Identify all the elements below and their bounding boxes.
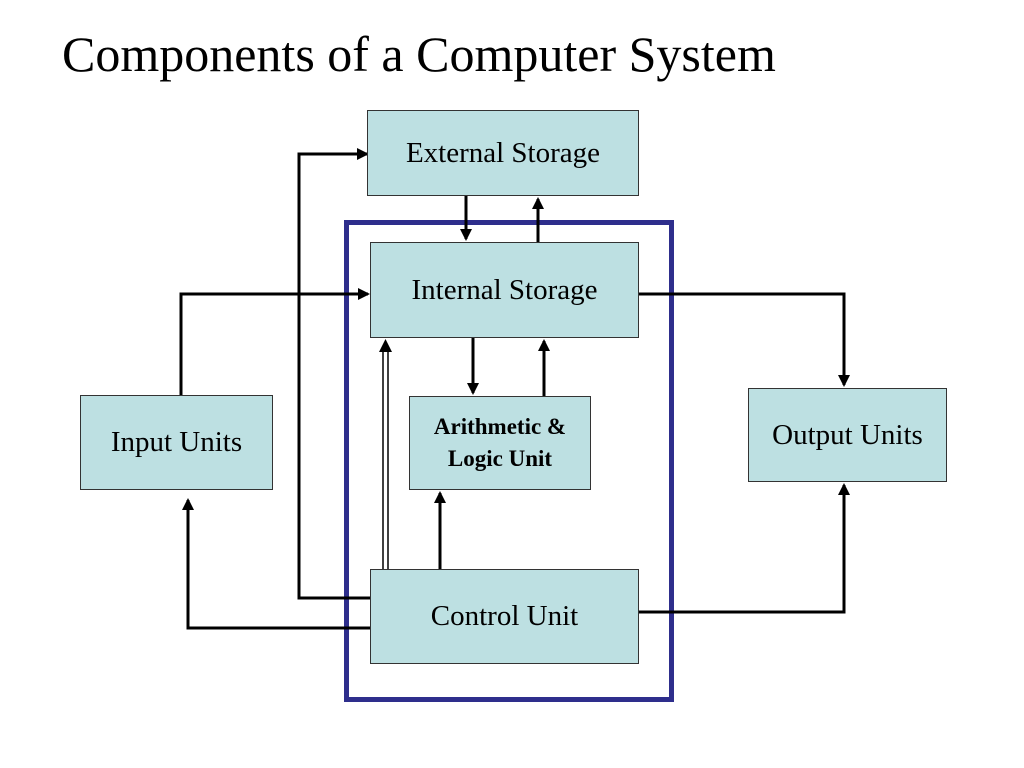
external-storage-label: External Storage — [405, 136, 601, 169]
control-unit-box: Control Unit — [370, 569, 639, 664]
external-storage-box: External Storage — [367, 110, 639, 196]
alu-box: Arithmetic & Logic Unit — [409, 396, 591, 490]
alu-label-line1: Arithmetic & — [433, 413, 567, 439]
input-units-label: Input Units — [110, 426, 243, 459]
control-unit-label: Control Unit — [430, 600, 579, 633]
output-units-box: Output Units — [748, 388, 947, 482]
internal-storage-box: Internal Storage — [370, 242, 639, 338]
output-units-label: Output Units — [772, 418, 923, 451]
slide-title: Components of a Computer System — [62, 26, 776, 82]
arrow-control-to-internal-head — [379, 339, 392, 352]
arrow-control-to-output — [639, 483, 850, 614]
cpu-boundary-frame — [344, 220, 674, 702]
arrow-control-to-input — [182, 498, 370, 630]
input-units-box: Input Units — [80, 395, 273, 490]
arrow-control-to-external — [297, 148, 370, 600]
arrow-input-to-internal — [179, 288, 370, 402]
alu-label-line2: Logic Unit — [447, 446, 553, 471]
internal-storage-label: Internal Storage — [411, 273, 598, 306]
arrow-internal-to-output — [639, 292, 850, 387]
